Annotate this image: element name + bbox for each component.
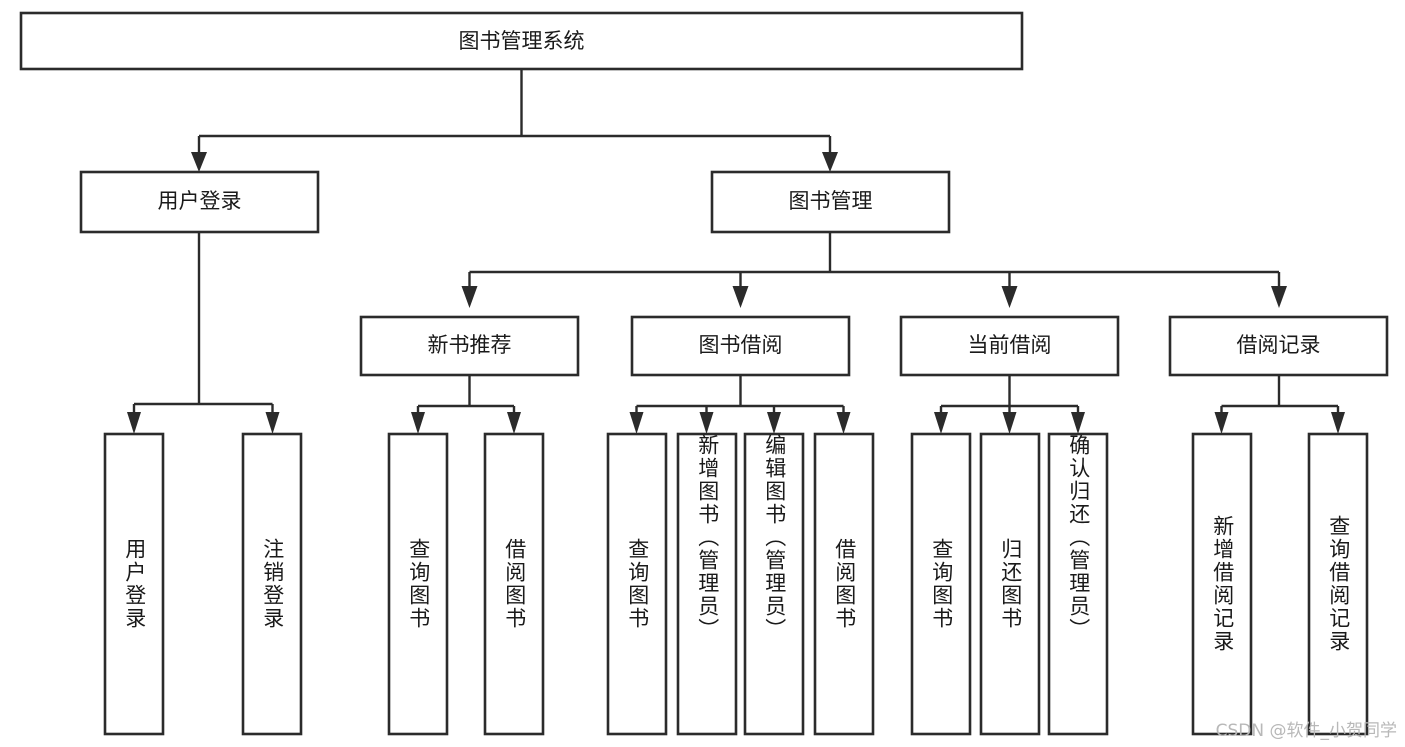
node-leaf-edit-book-box[interactable] xyxy=(743,432,805,736)
node-user-login-box[interactable] xyxy=(79,170,320,234)
arrowhead-leaf-query-book-3 xyxy=(934,412,948,434)
node-leaf-logout-login-box[interactable] xyxy=(241,432,303,736)
node-user-login[interactable]: 用户登录 xyxy=(79,170,320,234)
node-leaf-query-book-3-box[interactable] xyxy=(910,432,972,736)
arrowhead-borrow-record xyxy=(1271,286,1287,308)
arrowhead-user-login xyxy=(191,152,207,172)
edges-root-to-level2 xyxy=(191,69,838,172)
arrowhead-leaf-user-login xyxy=(127,412,141,434)
node-leaf-borrow-book-1-box[interactable] xyxy=(483,432,545,736)
node-borrow-record[interactable]: 借阅记录 xyxy=(1168,315,1389,377)
node-root-box[interactable] xyxy=(19,11,1024,71)
node-book-manage-box[interactable] xyxy=(710,170,951,234)
node-leaf-query-record-box[interactable] xyxy=(1307,432,1369,736)
node-leaf-query-book-2-box[interactable] xyxy=(606,432,668,736)
edges-borrow-record-to-leaves xyxy=(1214,375,1345,434)
edges-user-login-to-leaves xyxy=(127,232,280,434)
node-leaf-add-record-box[interactable] xyxy=(1191,432,1253,736)
node-book-borrow[interactable]: 图书借阅 xyxy=(630,315,851,377)
arrowhead-leaf-confirm-return xyxy=(1071,412,1085,434)
node-leaf-user-login-box[interactable] xyxy=(103,432,165,736)
arrowhead-leaf-edit-book xyxy=(767,412,781,434)
edges-new-book-rec-to-leaves xyxy=(411,375,521,434)
node-leaf-confirm-return-box[interactable] xyxy=(1047,432,1109,736)
node-leaf-borrow-book-2-box[interactable] xyxy=(813,432,875,736)
arrowhead-leaf-query-book-1 xyxy=(411,412,425,434)
node-leaf-query-book-1-box[interactable] xyxy=(387,432,449,736)
arrowhead-current-borrow xyxy=(1001,286,1018,308)
arrowhead-leaf-add-book xyxy=(699,412,714,434)
node-current-borrow-box[interactable] xyxy=(899,315,1120,377)
arrowhead-leaf-borrow-book-1 xyxy=(507,412,521,434)
node-new-book-rec-box[interactable] xyxy=(359,315,580,377)
arrowhead-leaf-query-record xyxy=(1331,412,1345,434)
node-book-manage-label: 图书管理 xyxy=(789,189,873,213)
node-root-label: 图书管理系统 xyxy=(459,29,585,53)
node-root[interactable]: 图书管理系统 xyxy=(19,11,1024,71)
edges-current-borrow-to-leaves xyxy=(934,375,1085,434)
node-borrow-record-label: 借阅记录 xyxy=(1237,333,1321,357)
node-book-borrow-box[interactable] xyxy=(630,315,851,377)
arrowhead-leaf-borrow-book-2 xyxy=(836,412,851,434)
edges-book-manage-to-level3 xyxy=(461,232,1287,308)
node-borrow-record-box[interactable] xyxy=(1168,315,1389,377)
node-user-login-label: 用户登录 xyxy=(158,189,242,213)
node-current-borrow[interactable]: 当前借阅 xyxy=(899,315,1120,377)
arrowhead-book-manage xyxy=(822,152,838,172)
node-new-book-rec[interactable]: 新书推荐 xyxy=(359,315,580,377)
arrowhead-leaf-return-book xyxy=(1002,412,1017,434)
edges-book-borrow-to-leaves xyxy=(629,375,851,434)
arrowhead-leaf-add-record xyxy=(1214,412,1229,434)
node-new-book-rec-label: 新书推荐 xyxy=(428,333,512,357)
node-leaf-add-book-box[interactable] xyxy=(676,432,738,736)
arrowhead-new-book-rec xyxy=(461,286,478,308)
node-current-borrow-label: 当前借阅 xyxy=(968,333,1052,357)
node-book-manage[interactable]: 图书管理 xyxy=(710,170,951,234)
node-leaf-return-book-box[interactable] xyxy=(979,432,1041,736)
arrowhead-book-borrow xyxy=(732,286,749,308)
watermark-text: CSDN @软件_小贺同学 xyxy=(1215,721,1397,741)
arrowhead-leaf-query-book-2 xyxy=(629,412,644,434)
leaf-boxes xyxy=(103,432,1369,736)
node-book-borrow-label: 图书借阅 xyxy=(699,333,783,357)
arrowhead-leaf-logout-login xyxy=(265,412,280,434)
